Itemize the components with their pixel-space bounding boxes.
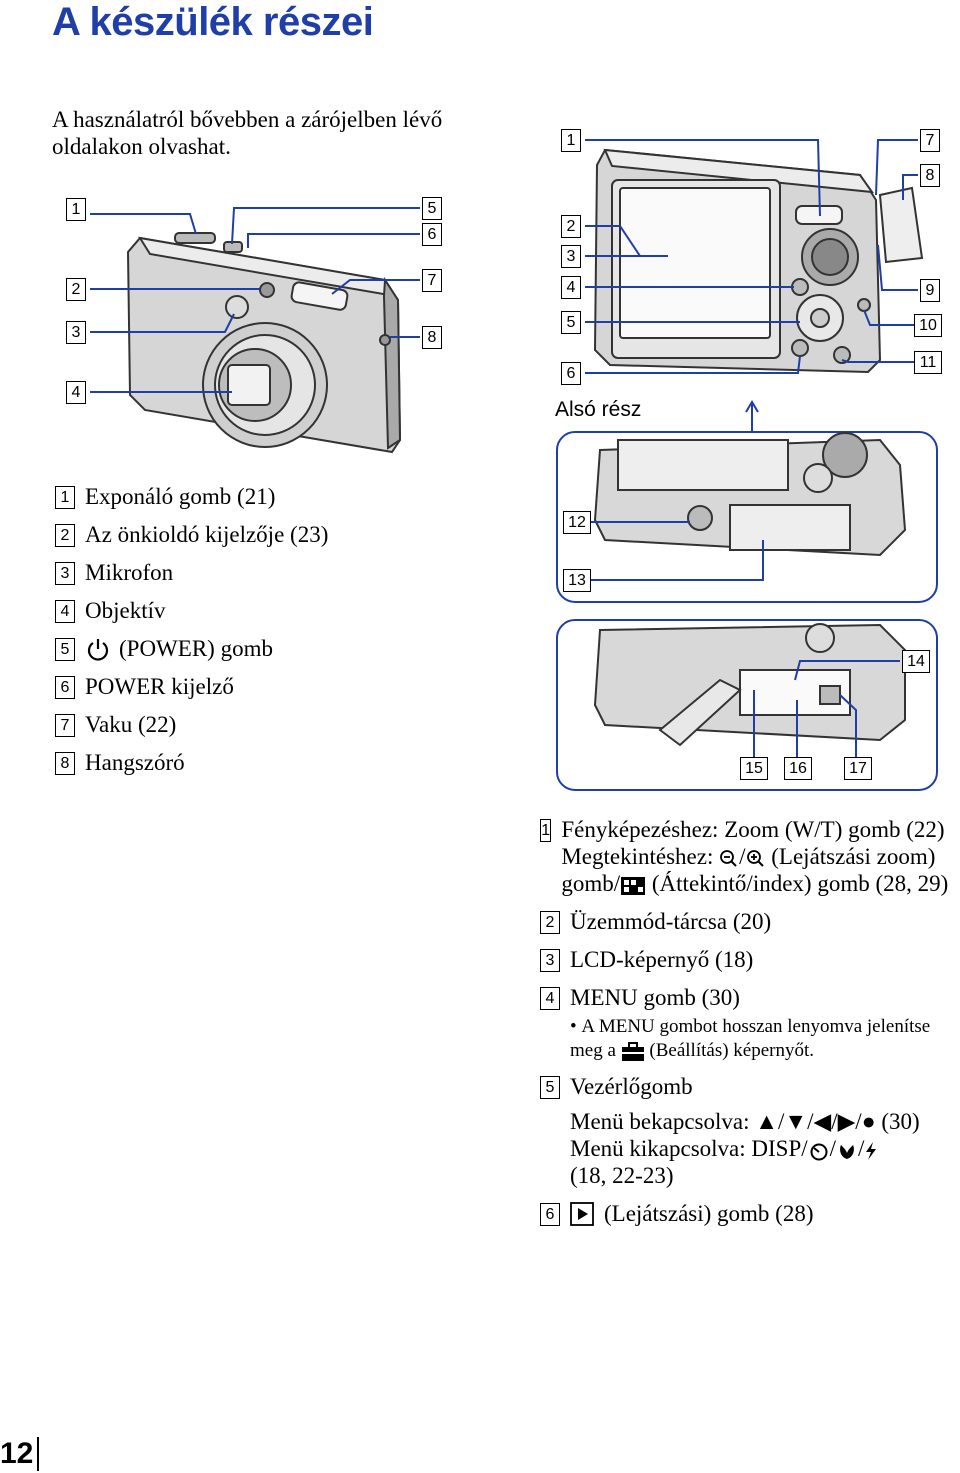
legend-text: Hangszóró — [85, 750, 185, 775]
page-title: A készülék részei — [52, 0, 374, 44]
self-timer-icon — [810, 1143, 828, 1161]
desc-text: (Lejátszási) gomb (28) — [604, 1201, 814, 1226]
legend-number: 6 — [540, 1203, 560, 1226]
desc-item-3: 3 LCD-képernyő (18) — [540, 946, 960, 973]
desc-text-part: Menü kikapcsolva: DISP/ — [570, 1136, 808, 1161]
toolbox-icon — [621, 1041, 644, 1061]
front-callout-5: 5 — [422, 197, 442, 220]
legend-number: 4 — [540, 987, 560, 1010]
back-callout-5: 5 — [561, 311, 581, 334]
desc-text: Vezérlőgomb — [570, 1074, 693, 1099]
macro-icon — [840, 1144, 854, 1159]
bottom-callout-15: 15 — [740, 757, 768, 780]
back-callout-4: 4 — [561, 276, 581, 299]
bottom-view-frame-1 — [556, 431, 938, 603]
camera-illustrations — [90, 139, 938, 791]
front-callout-1: 1 — [66, 198, 86, 221]
back-description: 1 Fényképezéshez: Zoom (W/T) gomb (22) M… — [540, 816, 960, 1238]
desc-text: LCD-képernyő (18) — [570, 947, 754, 972]
legend-number: 7 — [55, 713, 75, 737]
playback-icon — [570, 1202, 594, 1226]
front-callout-2: 2 — [66, 278, 86, 301]
desc-text-part: (Lejátszási zoom) gomb/ — [561, 844, 936, 896]
desc-text: MENU gomb (30) — [570, 985, 740, 1010]
desc-item-5: 5 Vezérlőgomb — [540, 1073, 960, 1100]
legend-number: 8 — [55, 751, 75, 775]
back-leader-lines — [585, 139, 918, 374]
front-callout-3: 3 — [66, 321, 86, 344]
desc-text: Megtekintéshez: / (Lejátszási zoom) gomb… — [561, 844, 949, 896]
intro-text: A használatról bővebben a zárójelben lév… — [52, 107, 443, 159]
desc-text: Üzemmód-tárcsa (20) — [570, 909, 772, 934]
front-callout-7: 7 — [422, 269, 442, 292]
bottom-callout-13: 13 — [563, 569, 591, 592]
legend-number: 3 — [540, 949, 560, 972]
power-icon — [87, 639, 109, 661]
legend-text: POWER kijelző — [85, 674, 234, 699]
front-leader-lines — [90, 207, 420, 393]
bullet-text-part: (Beállítás) képernyőt. — [649, 1040, 815, 1061]
page-number: 12 — [0, 1437, 40, 1471]
desc-text-part: (18, 22-23) — [570, 1163, 674, 1188]
front-callout-8: 8 — [422, 326, 442, 349]
bottom-camera-drawing-1 — [593, 432, 907, 557]
legend-number: 2 — [55, 523, 75, 547]
desc-item-6: 6 (Lejátszási) gomb (28) — [540, 1200, 960, 1227]
bottom-leader-lines-2 — [753, 660, 900, 757]
zoom-out-icon — [720, 849, 737, 867]
legend-text: Mikrofon — [85, 560, 174, 585]
back-callout-2: 2 — [561, 215, 581, 238]
legend-text: (POWER) gomb — [119, 636, 273, 661]
back-callout-7: 7 — [920, 129, 940, 152]
legend-text: Exponáló gomb (21) — [85, 484, 276, 509]
bottom-callout-12: 12 — [563, 511, 591, 534]
desc-text-part: Megtekintéshez: — [561, 844, 714, 869]
bottom-camera-drawing-2 — [593, 623, 906, 747]
desc-menu-off: Menü kikapcsolva: DISP/// (18, 22-23) — [540, 1135, 960, 1189]
back-callout-11: 11 — [914, 351, 942, 374]
legend-text: Vaku (22) — [85, 712, 177, 737]
legend-number: 1 — [540, 819, 552, 842]
bullet-text-part: A MENU gombot hosszan lenyomva jelenítse… — [570, 1016, 931, 1061]
desc-menu-on: Menü bekapcsolva: ▲/▼/◀/▶/● (30) — [570, 1109, 920, 1134]
legend-text: Objektív — [85, 598, 166, 623]
back-callout-8: 8 — [920, 164, 940, 187]
bottom-leader-lines-1 — [590, 521, 764, 581]
back-callout-1: 1 — [561, 129, 581, 152]
legend-number: 5 — [540, 1076, 560, 1099]
desc-item-1: 1 Fényképezéshez: Zoom (W/T) gomb (22) M… — [540, 816, 960, 897]
legend-number: 5 — [55, 637, 75, 661]
bottom-callout-14: 14 — [902, 650, 930, 673]
back-callout-3: 3 — [561, 245, 581, 268]
front-callout-6: 6 — [422, 223, 442, 246]
legend-number: 2 — [540, 911, 560, 934]
front-camera-drawing — [126, 232, 402, 454]
index-icon — [621, 876, 646, 895]
desc-item-4: 4 MENU gomb (30) — [540, 984, 960, 1011]
back-callout-6: 6 — [561, 362, 581, 385]
desc-text: Fényképezéshez: Zoom (W/T) gomb (22) — [561, 817, 945, 842]
legend-number: 3 — [55, 561, 75, 585]
front-callout-4: 4 — [66, 381, 86, 404]
bottom-callout-17: 17 — [844, 757, 872, 780]
up-arrow — [745, 400, 759, 432]
desc-bullet: • A MENU gombot hosszan lenyomva jelenít… — [570, 1016, 931, 1061]
back-callout-9: 9 — [920, 279, 940, 302]
back-camera-drawing — [593, 148, 924, 374]
bottom-view-label: Alsó rész — [555, 398, 642, 421]
flash-icon — [866, 1141, 877, 1160]
bottom-view-frame-2 — [556, 619, 938, 791]
desc-text-part: (Áttekintő/index) gomb (28, 29) — [651, 871, 949, 896]
legend-number: 1 — [55, 485, 75, 509]
zoom-in-icon — [746, 849, 764, 867]
legend-text: Az önkioldó kijelzője (23) — [85, 522, 329, 547]
back-callout-10: 10 — [914, 314, 942, 337]
bottom-callout-16: 16 — [784, 757, 812, 780]
legend-number: 6 — [55, 675, 75, 699]
desc-item-2: 2 Üzemmód-tárcsa (20) — [540, 908, 960, 935]
legend-number: 4 — [55, 599, 75, 623]
